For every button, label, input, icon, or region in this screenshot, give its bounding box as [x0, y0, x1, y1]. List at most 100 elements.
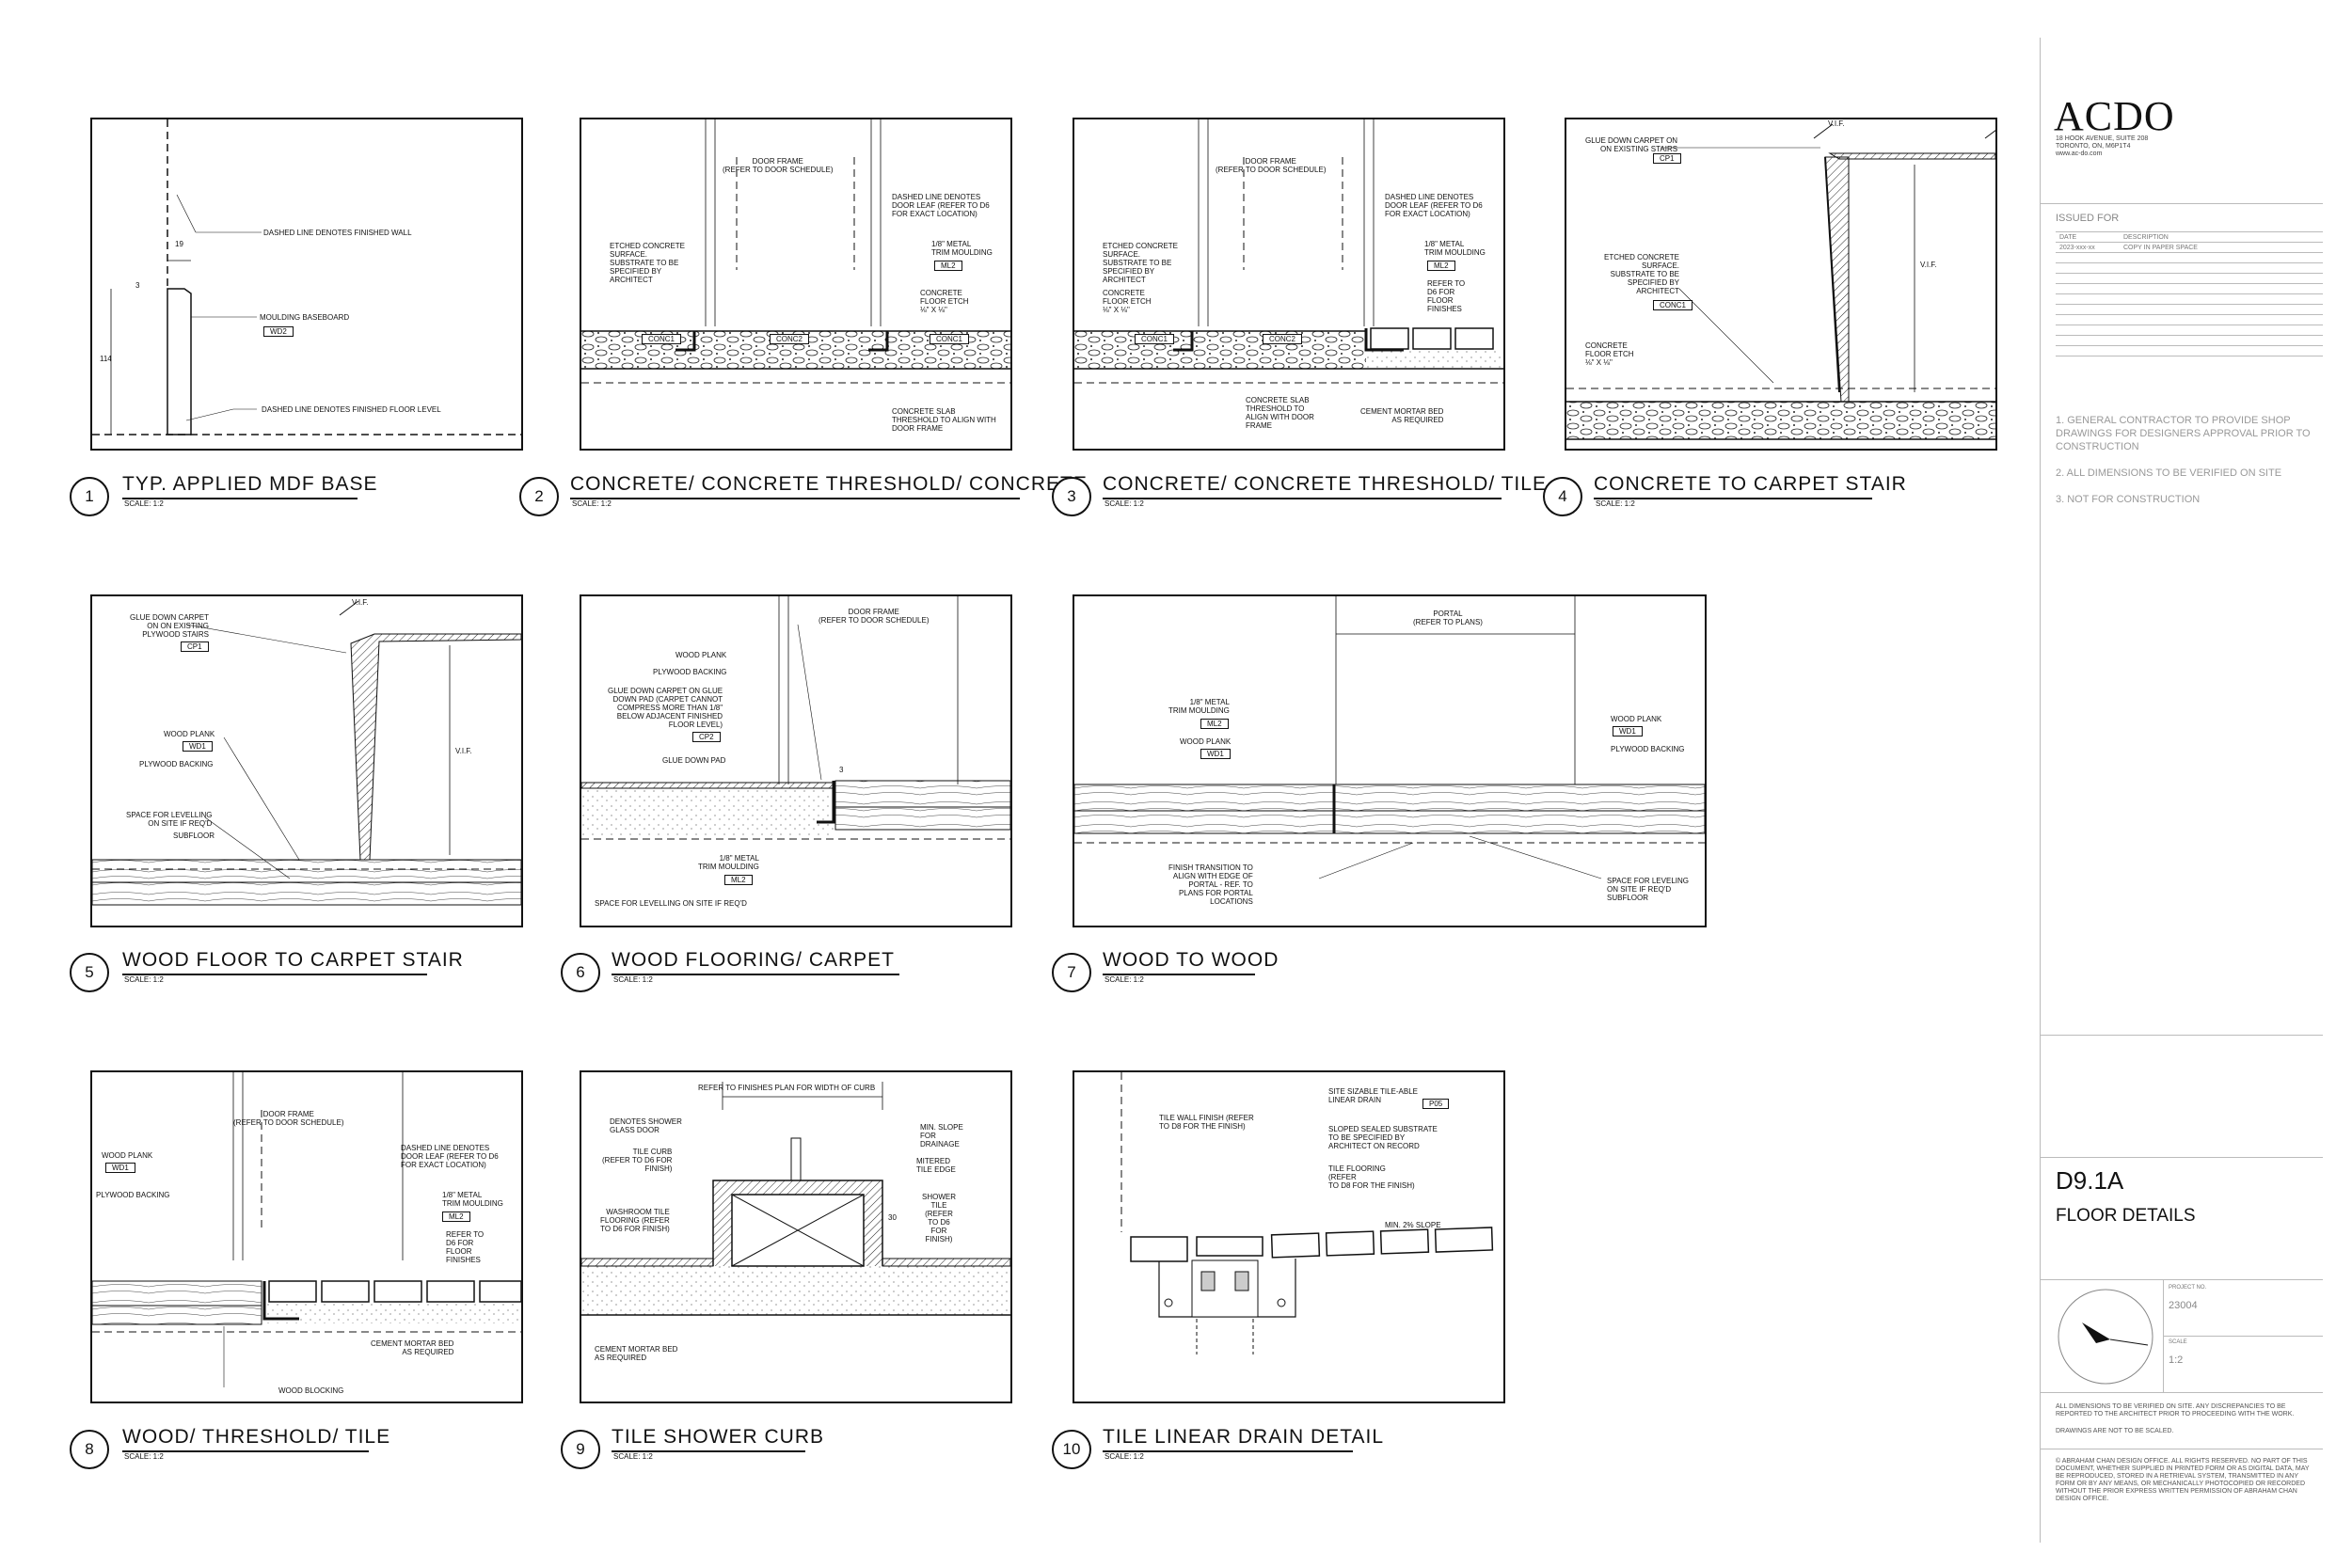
- detail-1-title: TYP. APPLIED MDF BASE: [122, 473, 377, 499]
- revision-row: [2056, 345, 2323, 356]
- detail-2-number: 2: [519, 477, 559, 516]
- note-plank: WOOD PLANK: [102, 1151, 153, 1160]
- revision-row: [2056, 252, 2323, 263]
- revision-row: [2056, 293, 2323, 305]
- project-no: 23004: [2169, 1300, 2198, 1311]
- detail-2-drawing: DOOR FRAME (REFER TO DOOR SCHEDULE) DASH…: [580, 118, 1012, 451]
- note-plank: WOOD PLANK: [675, 651, 727, 659]
- divider: [2041, 1392, 2323, 1393]
- note-vif-top: V.I.F.: [1828, 119, 1845, 128]
- col-description: DESCRIPTION: [2120, 231, 2323, 243]
- detail-8-number: 8: [70, 1430, 109, 1469]
- note-dim-114: 114: [100, 355, 112, 363]
- detail-1-drawing: DASHED LINE DENOTES FINISHED WALL 19 3 1…: [90, 118, 523, 451]
- divider: [2041, 1279, 2323, 1280]
- note-floor: WASHROOM TILE FLOORING (REFER TO D6 FOR …: [600, 1208, 670, 1233]
- note-etched: ETCHED CONCRETE SURFACE. SUBSTRATE TO BE…: [1103, 242, 1179, 284]
- note-plank-left: WOOD PLANK: [1180, 737, 1232, 746]
- detail-4-scale: SCALE: 1:2: [1596, 499, 1635, 508]
- note-vif-top: V.I.F.: [352, 598, 369, 607]
- revision-row: [2056, 262, 2323, 274]
- col-date: DATE: [2056, 231, 2120, 243]
- note-door-frame: DOOR FRAME (REFER TO DOOR SCHEDULE): [723, 157, 834, 174]
- detail-9-scale: SCALE: 1:2: [613, 1452, 653, 1461]
- note-tile: TILE FLOORING (REFER TO D8 FOR THE FINIS…: [1328, 1164, 1415, 1190]
- note-door-leaf: DASHED LINE DENOTES DOOR LEAF (REFER TO …: [892, 193, 990, 218]
- note-plank: WOOD PLANK: [164, 730, 215, 738]
- detail-5-title: WOOD FLOOR TO CARPET STAIR: [122, 949, 463, 975]
- note-etch: CONCRETE FLOOR ETCH ⅛" x ⅛": [1585, 341, 1634, 367]
- note-moulding-baseboard: MOULDING BASEBOARD: [260, 313, 350, 322]
- tag-p05: P05: [1422, 1099, 1450, 1109]
- note-curb: TILE CURB (REFER TO D6 FOR FINISH): [602, 1148, 673, 1173]
- note-3: 3. NOT FOR CONSTRUCTION: [2056, 494, 2201, 505]
- tag-wd1-right: WD1: [1613, 726, 1643, 736]
- tag-cp1: CP1: [181, 641, 209, 652]
- note-wall: TILE WALL FINISH (REFER TO D8 FOR THE FI…: [1159, 1114, 1254, 1131]
- scale-value: 1:2: [2169, 1354, 2184, 1366]
- note-dim-30: 30: [888, 1213, 897, 1222]
- note-slope: MIN. 2% SLOPE: [1385, 1221, 1441, 1229]
- note-etch: CONCRETE FLOOR ETCH ⅛" x ⅛": [920, 289, 969, 314]
- revision-row: [2056, 304, 2323, 315]
- revision-row: 2023-xxx-xx COPY IN PAPER SPACE: [2056, 242, 2323, 253]
- note-sloped: SLOPED SEALED SUBSTRATE TO BE SPECIFIED …: [1328, 1125, 1438, 1150]
- detail-3-title: CONCRETE/ CONCRETE THRESHOLD/ TILE: [1103, 473, 1546, 499]
- note-trim: 1/8" METAL TRIM MOULDING: [442, 1191, 503, 1208]
- detail-7-scale: SCALE: 1:2: [1104, 975, 1144, 984]
- note-dim-3: 3: [135, 281, 140, 290]
- note-2: 2. ALL DIMENSIONS TO BE VERIFIED ON SITE: [2056, 467, 2282, 479]
- revision-desc: COPY IN PAPER SPACE: [2120, 242, 2323, 253]
- detail-6-svg: [581, 596, 1010, 840]
- tag-ml2: ML2: [442, 1212, 470, 1222]
- tag-ml2: ML2: [1200, 719, 1229, 729]
- revision-row: [2056, 273, 2323, 284]
- note-slab: CONCRETE SLAB THRESHOLD TO ALIGN WITH DO…: [892, 407, 996, 433]
- revision-table: DATE DESCRIPTION 2023-xxx-xx COPY IN PAP…: [2056, 231, 2323, 356]
- sheet-title: FLOOR DETAILS: [2056, 1206, 2196, 1226]
- note-door-frame: DOOR FRAME (REFER TO DOOR SCHEDULE): [233, 1110, 344, 1127]
- detail-2-title: CONCRETE/ CONCRETE THRESHOLD/ CONCRETE: [570, 473, 1087, 499]
- tag-conc2: CONC2: [1263, 334, 1303, 344]
- detail-9-svg: [581, 1082, 1010, 1316]
- note-ply: PLYWOOD BACKING: [653, 668, 727, 676]
- detail-3-scale: SCALE: 1:2: [1104, 499, 1144, 508]
- detail-8-drawing: DOOR FRAME (REFER TO DOOR SCHEDULE) WOOD…: [90, 1070, 523, 1403]
- project-no-label: PROJECT NO.: [2169, 1285, 2207, 1291]
- scale-label: SCALE: [2169, 1339, 2187, 1345]
- note-ply: PLYWOOD BACKING: [1611, 745, 1685, 753]
- note-drain: SITE SIZABLE TILE-ABLE LINEAR DRAIN: [1328, 1087, 1418, 1104]
- firm-address: 18 HOOK AVENUE, SUITE 208 TORONTO, ON, M…: [2056, 135, 2149, 157]
- tag-wd1: WD1: [183, 741, 213, 752]
- tag-wd1-left: WD1: [1200, 749, 1231, 759]
- detail-10-title: TILE LINEAR DRAIN DETAIL: [1103, 1426, 1383, 1452]
- note-dim-19: 19: [175, 240, 183, 248]
- note-slope: MIN. SLOPE FOR DRAINAGE: [920, 1123, 963, 1148]
- note-door-leaf: DASHED LINE DENOTES DOOR LEAF (REFER TO …: [1385, 193, 1483, 218]
- note-space: SPACE FOR LEVELLING ON SITE IF REQ'D: [595, 899, 747, 908]
- detail-1-svg: [92, 119, 521, 436]
- note-subfloor: SUBFLOOR: [173, 832, 215, 840]
- detail-10-scale: SCALE: 1:2: [1104, 1452, 1144, 1461]
- detail-5-number: 5: [70, 953, 109, 992]
- detail-1-scale: SCALE: 1:2: [124, 499, 164, 508]
- note-dim-3: 3: [839, 766, 844, 774]
- detail-7-drawing: PORTAL (REFER TO PLANS) 1/8" METAL TRIM …: [1073, 594, 1707, 927]
- tag-conc1-left: CONC1: [642, 334, 682, 344]
- tag-conc1: CONC1: [1653, 300, 1693, 310]
- divider: [2041, 203, 2323, 204]
- note-carpet: GLUE DOWN CARPET ON ON EXISTING STAIRS: [1585, 136, 1678, 153]
- detail-10-drawing: TILE WALL FINISH (REFER TO D8 FOR THE FI…: [1073, 1070, 1505, 1403]
- detail-6-scale: SCALE: 1:2: [613, 975, 653, 984]
- note-glass: DENOTES SHOWER GLASS DOOR: [610, 1117, 682, 1134]
- note-ply: PLYWOOD BACKING: [139, 760, 214, 768]
- detail-10-number: 10: [1052, 1430, 1091, 1469]
- tag-conc1-right: CONC1: [930, 334, 970, 344]
- note-slab: CONCRETE SLAB THRESHOLD TO ALIGN WITH DO…: [1246, 396, 1314, 430]
- revision-date: 2023-xxx-xx: [2056, 242, 2120, 253]
- detail-5-scale: SCALE: 1:2: [124, 975, 164, 984]
- note-trim: 1/8" METAL TRIM MOULDING: [698, 854, 759, 871]
- detail-4-drawing: GLUE DOWN CARPET ON ON EXISTING STAIRS C…: [1565, 118, 1997, 451]
- north-arrow-icon: [2054, 1285, 2157, 1388]
- detail-6-number: 6: [561, 953, 600, 992]
